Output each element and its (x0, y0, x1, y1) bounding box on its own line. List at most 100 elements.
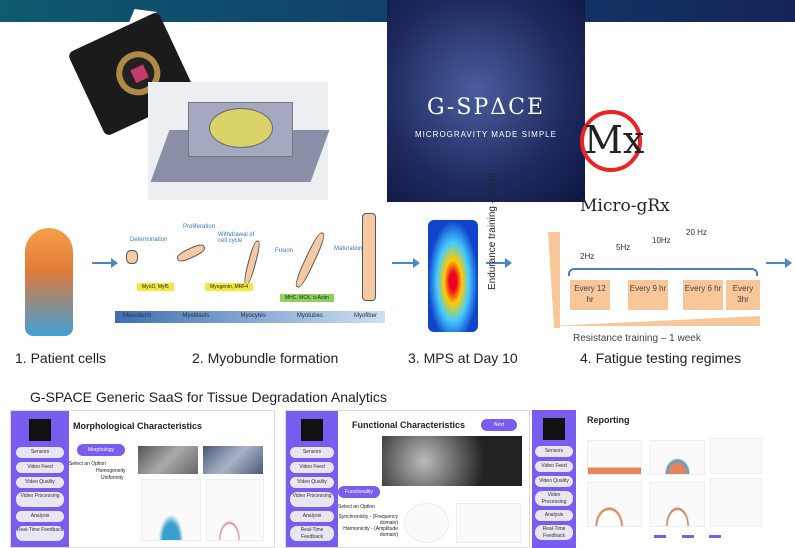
stage-label: Mesoderm (123, 313, 152, 319)
option-select[interactable]: Select an Option (338, 504, 375, 510)
caption-mps: 3. MPS at Day 10 (408, 350, 518, 366)
sidebar-item-feedback[interactable]: Real-Time Feedback (16, 526, 64, 541)
arrow-icon (766, 258, 792, 268)
morphology-button[interactable]: Morphology (77, 444, 125, 456)
stage-label: Myocytes (240, 313, 266, 319)
reporting-screen: Sensors Video Feed Video Quality Video P… (532, 410, 777, 548)
frequency-label: 2Hz (580, 252, 595, 261)
caption-patient-cells: 1. Patient cells (15, 350, 107, 366)
sidebar-item-analysis[interactable]: Analysis (16, 511, 64, 522)
sidebar: Sensors Video Feed Video Quality Video P… (532, 410, 576, 548)
stage-label: Myofiber (353, 313, 377, 319)
sidebar-item-video-feed[interactable]: Video Feed (535, 461, 573, 472)
tissue-video-frame (382, 436, 522, 486)
stage-label: Myoblasts (182, 313, 210, 319)
distribution-plot (206, 479, 264, 541)
arrow-icon (92, 258, 118, 268)
report-button[interactable] (682, 535, 694, 538)
page-title: Functional Characteristics (352, 420, 466, 430)
distribution-plot (587, 482, 642, 527)
histogram-plot (141, 479, 201, 541)
option-item[interactable]: Uniformity (101, 475, 124, 481)
histogram-plot (587, 440, 642, 475)
sidebar: Sensors Video Feed Video Quality Video P… (11, 411, 69, 547)
sidebar: Sensors Video Feed Video Quality Video P… (286, 411, 338, 547)
frequency-label: 5Hz (616, 243, 631, 252)
option-item[interactable]: Homogeneity (96, 468, 126, 474)
endurance-wedge (548, 232, 560, 328)
sidebar-item-sensors[interactable]: Sensors (16, 447, 64, 458)
sidebar-item-feedback[interactable]: Real-Time Feedback (535, 525, 573, 540)
stage-bar: Mesoderm Myoblasts Myocytes Myotubes Myo… (115, 311, 385, 323)
tissue-image (203, 446, 263, 474)
signal-plot (456, 503, 521, 543)
arrow-icon (392, 258, 420, 268)
sidebar-item-video-quality[interactable]: Video Quality (16, 477, 64, 488)
sidebar-item-feedback[interactable]: Real-Time Feedback (290, 526, 334, 541)
marker-tag: Myogenin, MRF4 (205, 283, 254, 291)
resistance-label: Resistance training – 1 week (573, 333, 701, 344)
frequency-label: 10Hz (652, 236, 671, 245)
sidebar-item-video-quality[interactable]: Video Quality (290, 477, 334, 488)
cell-mesoderm (126, 250, 138, 264)
marker-tag: MHC, MCK, α-Actin (280, 294, 334, 302)
sidebar-item-video-processing[interactable]: Video Processing (535, 491, 573, 506)
sidebar-item-video-feed[interactable]: Video Feed (16, 462, 64, 473)
timeseries-plot (710, 438, 762, 474)
saas-title: G-SPACE Generic SaaS for Tissue Degradat… (30, 389, 387, 405)
option-select[interactable]: Select an Option (69, 461, 106, 467)
histogram-plot (650, 440, 705, 475)
functionality-button[interactable]: Functionality (338, 486, 380, 498)
morphological-screen: Sensors Video Feed Video Quality Video P… (10, 410, 275, 548)
next-button[interactable]: Next (481, 419, 517, 431)
step-label: Withdrawal of cell cycle (218, 232, 255, 244)
mps-simulation-image (428, 220, 478, 332)
gspace-tagline: MICROGRAVITY MADE SIMPLE (415, 130, 557, 139)
endurance-label: Endurance training – 24 hr (487, 172, 498, 290)
option-item[interactable]: Harmonicity - (Amplitude domain) (343, 526, 398, 538)
sidebar-item-sensors[interactable]: Sensors (290, 447, 334, 458)
report-button[interactable] (654, 535, 666, 538)
caption-fatigue: 4. Fatigue testing regimes (580, 350, 742, 366)
page-title: Morphological Characteristics (73, 421, 203, 431)
frequency-label: 20 Hz (686, 228, 707, 237)
cell-myofiber (362, 213, 376, 301)
functional-screen: Sensors Video Feed Video Quality Video P… (285, 410, 530, 548)
frequency-brace (568, 268, 758, 276)
tissue-image (138, 446, 198, 474)
cell-myoblast (175, 242, 207, 264)
stage-label: Myotubes (296, 313, 323, 319)
interval-box: Every 6 hr (683, 280, 723, 310)
cell-myotube (292, 230, 328, 290)
interval-box: Every 9 hr (628, 280, 668, 310)
gspace-brain-logo: G-SPΔCE MICROGRAVITY MADE SIMPLE (387, 0, 585, 202)
sidebar-item-video-processing[interactable]: Video Processing (16, 492, 64, 507)
sidebar-item-video-feed[interactable]: Video Feed (290, 462, 334, 473)
micro-grx-name: Micro-gRx (580, 196, 670, 216)
step-label: Determination (130, 237, 168, 243)
step-label: Maturation (334, 246, 363, 252)
app-logo (29, 419, 51, 441)
step-label: Fusion (275, 248, 294, 254)
sidebar-item-sensors[interactable]: Sensors (535, 446, 573, 457)
cell-myocyte (242, 239, 262, 286)
app-logo (301, 419, 323, 441)
micro-grx-logo: Mx (580, 110, 644, 172)
sidebar-item-video-quality[interactable]: Video Quality (535, 476, 573, 487)
polar-plot (710, 478, 762, 526)
distribution-plot (650, 482, 705, 527)
sidebar-item-analysis[interactable]: Analysis (290, 511, 334, 522)
device-image (148, 82, 330, 200)
step-label: Proliferation (183, 224, 216, 230)
report-button[interactable] (709, 535, 721, 538)
sidebar-item-analysis[interactable]: Analysis (535, 510, 573, 521)
patient-figure (25, 228, 73, 336)
resistance-wedge (550, 316, 760, 326)
sidebar-item-video-processing[interactable]: Video Processing (290, 492, 334, 507)
interval-box: Every 3hr (726, 280, 760, 310)
gspace-logo-text: G-SPΔCE (426, 95, 546, 120)
option-item[interactable]: Synchronicity - (Frequency domain) (338, 514, 398, 526)
page-title: Reporting (587, 415, 630, 425)
caption-myobundle: 2. Myobundle formation (192, 350, 339, 366)
marker-tag: MyoD, Myf5 (137, 283, 174, 291)
